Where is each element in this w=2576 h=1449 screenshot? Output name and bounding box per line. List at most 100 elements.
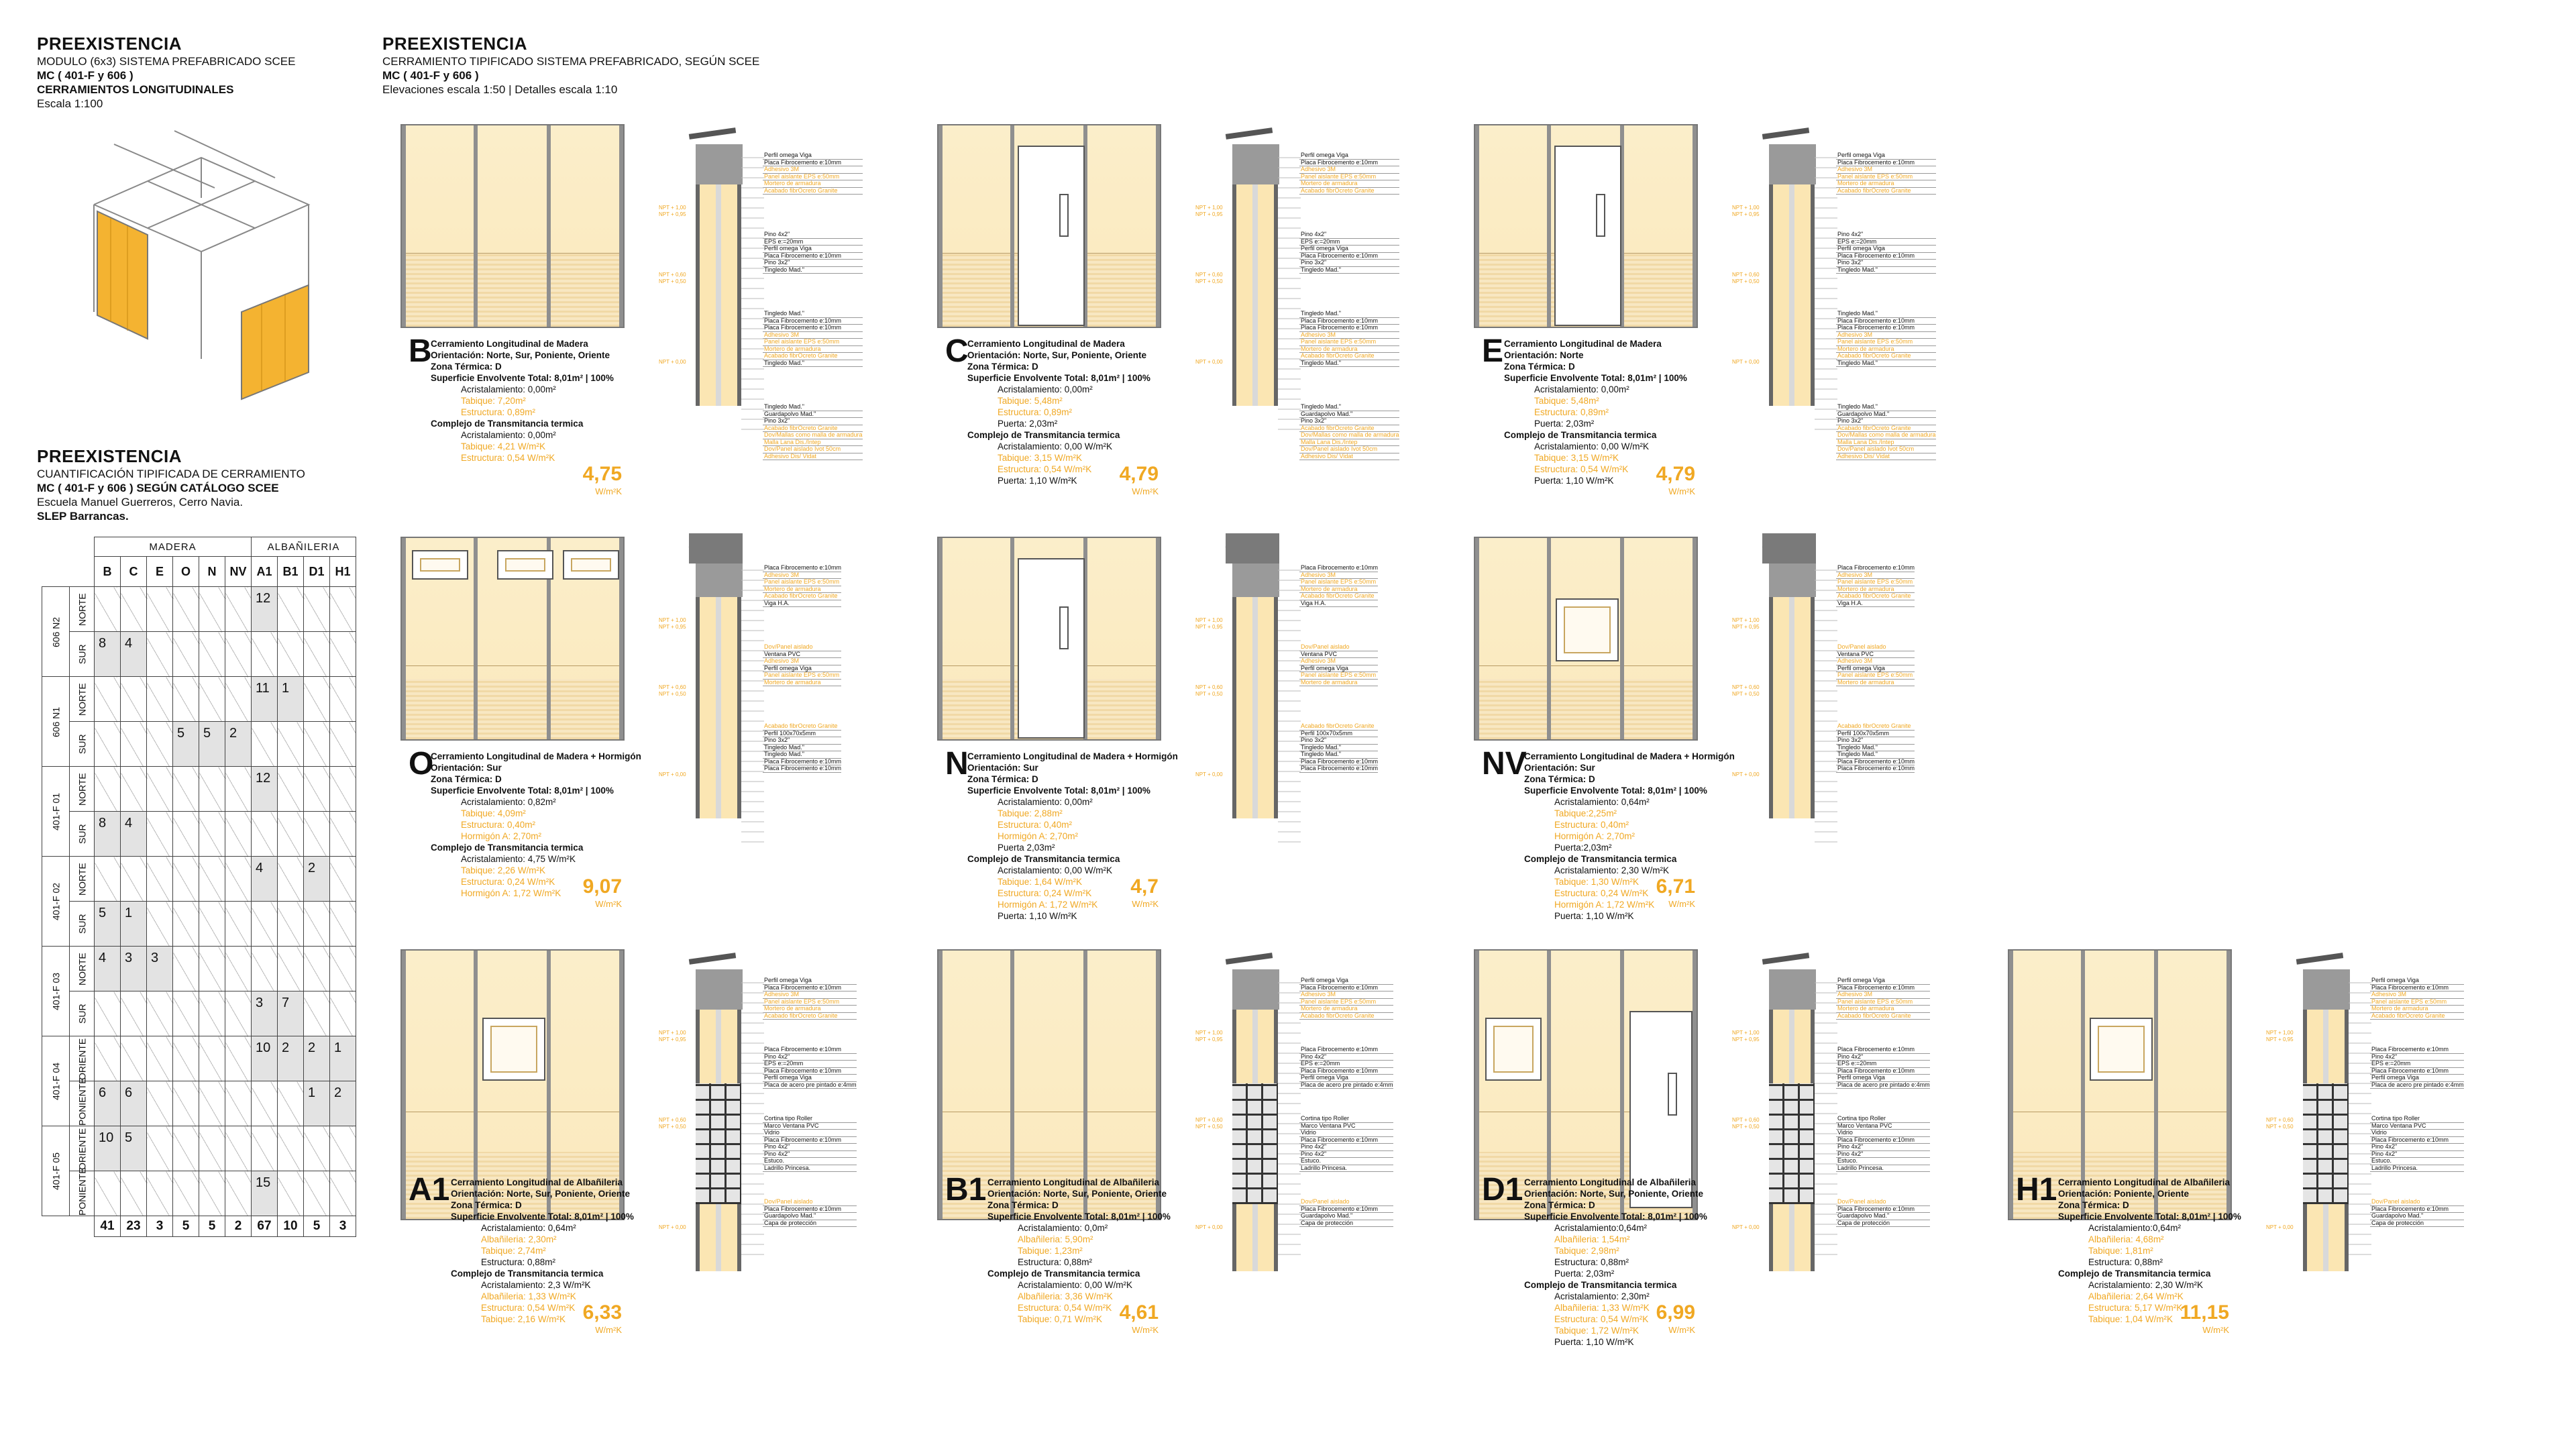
panel-y1: Tabique: 4,09m² — [461, 808, 526, 818]
left-line-2: MC ( 401-F y 606 ) — [37, 69, 133, 82]
table-cell: 11 — [251, 676, 278, 722]
total-cell: 3 — [146, 1216, 173, 1237]
detail-label: Pino 3x2" — [1299, 259, 1399, 267]
panel-sup: Superficie Envolvente Total: 8,01m² | 10… — [1524, 786, 1707, 796]
panel-y1: Tabique:2,25m² — [1554, 808, 1617, 818]
panel-l4: Puerta: 1,10 W/m²K — [998, 911, 1077, 921]
detail-label: Adhesivo 3M — [1836, 572, 1915, 579]
table-cell — [303, 811, 330, 857]
detail-label: Acabado fibrOcreto Granite — [1299, 425, 1399, 432]
panel-l2: Acristalamiento: 2,30 W/m²K — [1554, 865, 1670, 875]
panel-l2: Acristalamiento: 2,30 W/m²K — [2088, 1280, 2204, 1290]
table-cell — [199, 991, 225, 1036]
panel-y3: Tabique: 1,64 W/m²K — [998, 877, 1083, 887]
window-drawing — [497, 550, 553, 580]
panel-orient: Orientación: Norte — [1504, 350, 1584, 360]
detail-label: Capa de protección — [2370, 1220, 2464, 1227]
detail-label: Adhesivo 3M — [1836, 166, 1936, 174]
panel-title: Cerramiento Longitudinal de Madera — [967, 339, 1125, 349]
panel-zona: Zona Térmica: D — [967, 774, 1038, 784]
table-cell — [172, 1081, 199, 1126]
leader-lines — [1815, 570, 1837, 843]
detail-label: Acabado fibrOcreto Granite — [763, 592, 842, 600]
table-cell — [172, 901, 199, 947]
detail-label: Ladrillo Princesa. — [2370, 1165, 2464, 1172]
detail-label: Panel aislante EPS e:50mm — [1836, 578, 1915, 586]
side-label: NORTE — [69, 766, 95, 812]
panel-l4: Puerta: 1,10 W/m²K — [1534, 476, 1614, 486]
detail-label: Estuco. — [1299, 1157, 1393, 1165]
detail-label: Guardapolvo Mad." — [763, 411, 863, 418]
side-label: NORTE — [69, 946, 95, 991]
table-cell — [277, 1081, 304, 1126]
table-cell — [199, 766, 225, 812]
table-cell — [146, 766, 173, 812]
table-cell — [225, 586, 252, 632]
panel-l2: Acristalamiento: 2,30m² — [1554, 1291, 1650, 1301]
detail-label: Adhesivo 3M — [1299, 166, 1399, 174]
table-cell — [277, 901, 304, 947]
detail-label: Placa Fibrocemento e:10mm — [1836, 1067, 1930, 1075]
detail-label: Perfil omega Viga — [1836, 1074, 1930, 1082]
detail-label: Pino 3x2" — [1836, 417, 1936, 425]
panel-l5: Estructura: 0,88m² — [1554, 1257, 1629, 1267]
panel-letter: D1 — [1482, 1172, 1523, 1208]
table-cell — [251, 631, 278, 677]
detail-label: Mortero de armadura — [1836, 180, 1936, 188]
table-cell — [277, 856, 304, 902]
detail-label: Perfil omega Viga — [1299, 665, 1379, 672]
detail-label: Perfil omega Viga — [763, 152, 863, 160]
leader-lines — [1815, 157, 1837, 430]
detail-label: Capa de protección — [1836, 1220, 1930, 1227]
table-cell — [120, 676, 147, 722]
main-line-1: CERRAMIENTO TIPIFICADO SISTEMA PREFABRIC… — [382, 55, 760, 68]
detail-label: Acabado fibrOcreto Granite — [1836, 187, 1936, 195]
detail-label: Panel aislante EPS e:50mm — [763, 672, 842, 680]
detail-label: Tingledo Mad." — [763, 744, 842, 751]
panel-y2: Estructura: 0,40m² — [998, 820, 1073, 830]
detail-label: Perfil omega Viga — [1299, 152, 1399, 160]
table-cell: 4 — [251, 856, 278, 902]
detail-label: Perfil omega Viga — [2370, 977, 2464, 985]
detail-label: Placa Fibrocemento e:10mm — [1299, 1046, 1393, 1054]
detail-label: Adhesivo 3M — [763, 657, 842, 665]
panel-title: Cerramiento Longitudinal de Madera + Hor… — [1524, 751, 1735, 761]
panel-sup: Superficie Envolvente Total: 8,01m² | 10… — [431, 786, 614, 796]
window-drawing — [2090, 1018, 2153, 1081]
panel-l2: Acristalamiento: 0,00 W/m²K — [1534, 441, 1650, 451]
detail-label: Tingledo Mad." — [763, 751, 842, 759]
detail-label: Placa Fibrocemento e:10mm — [1299, 984, 1393, 991]
panel-y3: Tabique: 2,26 W/m²K — [461, 865, 546, 875]
detail-label: Dov/Panel aislado — [1836, 643, 1915, 651]
detail-label: Tingledo Mad." — [1299, 403, 1399, 411]
panel-l1: Acristalamiento: 0,00m² — [461, 384, 556, 394]
table-cell — [199, 901, 225, 947]
table-cell — [303, 946, 330, 991]
panel-l4: Puerta: 1,10 W/m²K — [1554, 911, 1634, 921]
panel-letter: C — [945, 333, 969, 369]
panel-letter: E — [1482, 333, 1504, 369]
side-label: ORIENTE — [69, 1126, 95, 1171]
detail-label: Acabado fibrOcreto Granite — [1299, 1012, 1393, 1020]
table-cell — [303, 1126, 330, 1171]
table-cell: 12 — [251, 586, 278, 632]
detail-label: Acabado fibrOcreto Granite — [1299, 352, 1399, 360]
elevation-drawing — [400, 124, 625, 328]
panel-comp: Complejo de Transmitancia termica — [1524, 854, 1677, 864]
panel-l5: Estructura: 0,88m² — [1018, 1257, 1093, 1267]
transmittance-unit: W/m²K — [1668, 1325, 1695, 1335]
table-cell — [329, 721, 356, 767]
panel-l3: Puerta: 2,03m² — [1534, 419, 1595, 429]
panel-sup: Superficie Envolvente Total: 8,01m² | 10… — [451, 1212, 634, 1222]
detail-label: Dov/Panel aislado Ivot 50cm — [1299, 445, 1399, 453]
detail-label: Pino 4x2" — [1836, 1053, 1930, 1061]
table-cell — [146, 721, 173, 767]
panel-title: Cerramiento Longitudinal de Madera — [1504, 339, 1662, 349]
